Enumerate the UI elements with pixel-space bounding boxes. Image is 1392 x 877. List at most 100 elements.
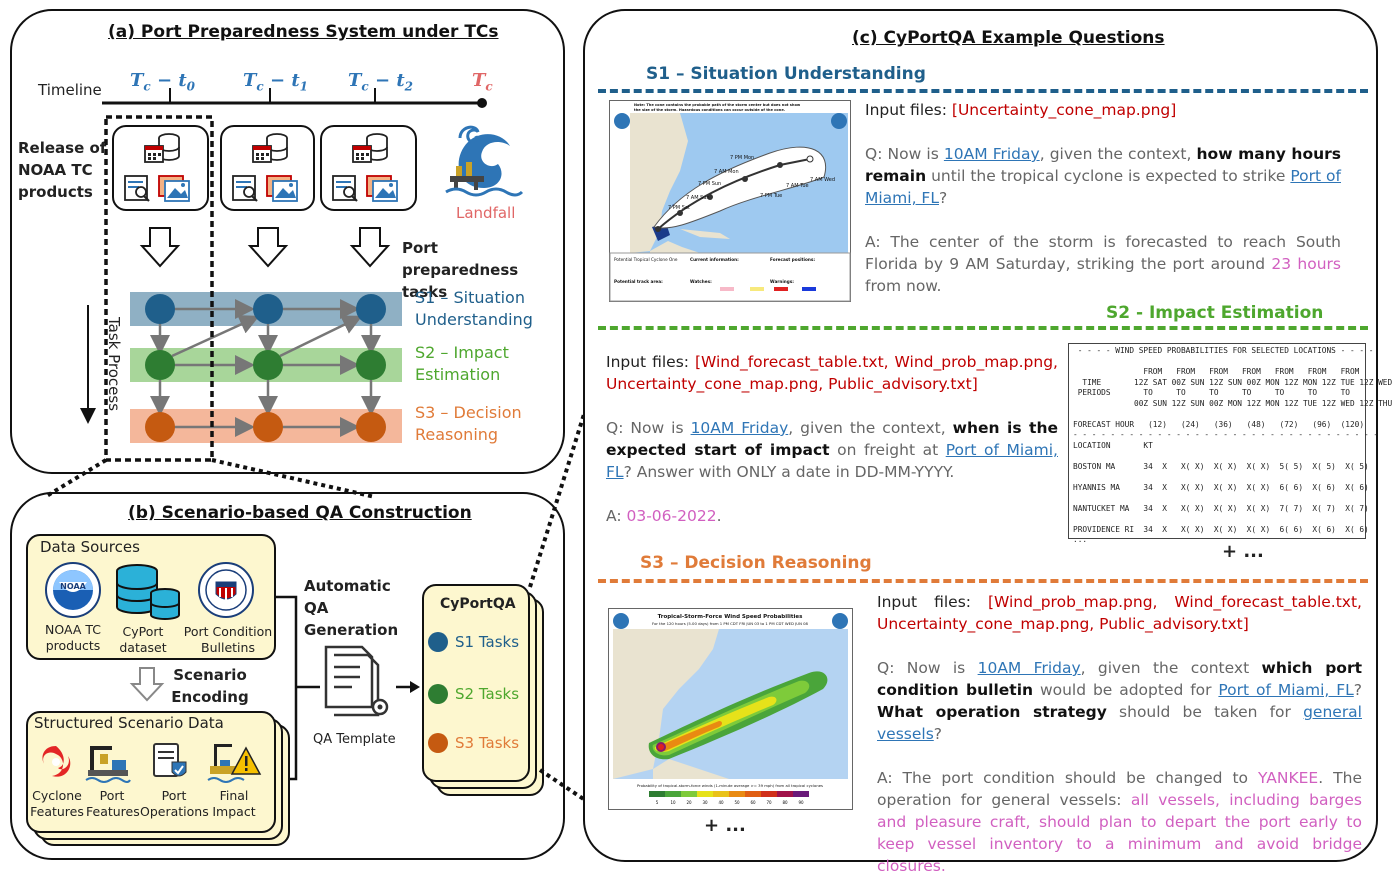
svg-text:7 PM Sat: 7 PM Sat	[668, 205, 690, 211]
panel-b-title: (b) Scenario-based QA Construction	[128, 503, 472, 523]
scale-label: 90	[798, 800, 804, 805]
svg-text:7 AM Wed: 7 AM Wed	[810, 177, 835, 183]
s3-time-link[interactable]: 10AM Friday	[977, 659, 1081, 677]
svg-text:Forecast positions:: Forecast positions:	[770, 257, 815, 262]
svg-text:7 AM Mon: 7 AM Mon	[714, 169, 739, 175]
s1-heading: S1 – Situation Understanding	[646, 64, 926, 84]
scale-label: 70	[766, 800, 772, 805]
s2-files: [Wind_forecast_table.txt, Wind_prob_map.…	[606, 353, 1058, 393]
panel-c-title: (c) CyPortQA Example Questions	[852, 28, 1165, 48]
scale-swatch	[729, 791, 745, 797]
database-icon	[116, 564, 180, 620]
auto-gen-label: Automatic QA Generation	[304, 577, 399, 639]
s3-tasks-label: S3 Tasks	[455, 734, 520, 752]
scale-label: 5	[656, 800, 659, 805]
s3-port-link[interactable]: Port of Miami, FL	[1218, 681, 1354, 699]
svg-text:the size of the storm. Hazardo: the size of the storm. Hazardous conditi…	[634, 108, 785, 112]
timeline-label: Timeline	[38, 81, 102, 99]
scale-label: 20	[686, 800, 692, 805]
s3-map-title: Tropical-Storm-Force Wind Speed Probabil…	[658, 614, 804, 620]
svg-text:Watches:: Watches:	[690, 279, 712, 284]
data-sources-label: Data Sources	[40, 538, 140, 556]
scale-swatch	[649, 791, 665, 797]
s3-divider	[598, 579, 1368, 583]
scale-swatch	[665, 791, 681, 797]
noaa-products-icon	[232, 133, 298, 202]
s3-map-foot: Probability of tropical-storm-force wind…	[637, 783, 823, 788]
s1-question: Q: Now is 10AM Friday, given the context…	[865, 145, 1342, 207]
scale-label: 40	[718, 800, 724, 805]
cyportqa-label: CyPortQA	[440, 596, 516, 612]
s2-label: S2 – Impact Estimation	[415, 343, 509, 384]
svg-text:Potential Tropical Cyclone One: Potential Tropical Cyclone One	[614, 257, 678, 262]
svg-text:Current information:: Current information:	[690, 257, 739, 262]
src2-label: CyPort dataset	[119, 624, 167, 655]
s3-prob-map: Tropical-Storm-Force Wind Speed Probabil…	[608, 608, 853, 810]
svg-text:NOAA: NOAA	[60, 582, 86, 591]
coast-guard-logo-icon	[198, 562, 254, 618]
svg-text:Note: The cone contains the pr: Note: The cone contains the probable pat…	[634, 103, 801, 107]
s2-plus-more: + ...	[1222, 541, 1264, 562]
svg-text:7 PM Sun: 7 PM Sun	[698, 181, 721, 187]
port-features-icon	[85, 746, 131, 783]
s3-label: S3 – Decision Reasoning	[415, 403, 522, 444]
svg-text:Potential track area:: Potential track area:	[614, 279, 663, 284]
scale-label: 30	[702, 800, 708, 805]
structured-label: Structured Scenario Data	[34, 714, 224, 732]
scale-swatch	[761, 791, 777, 797]
s1-files: [Uncertainty_cone_map.png]	[951, 101, 1177, 119]
scenario-encoding-label: Scenario Encoding	[171, 666, 249, 706]
svg-text:7 AM Tue: 7 AM Tue	[786, 183, 809, 189]
f4-label: Final Impact	[212, 788, 256, 819]
svg-text:7 AM Sun: 7 AM Sun	[686, 195, 710, 201]
s3-plus-more: + ...	[704, 815, 746, 836]
s1-map-label: 7 PM Mon	[730, 155, 754, 161]
s1-time-link[interactable]: 10AM Friday	[943, 145, 1040, 163]
s1-divider	[598, 89, 1368, 93]
s2-tasks-dot	[428, 684, 448, 704]
s3-input-label: Input files:	[877, 593, 971, 611]
s1-text: Input files: [Uncertainty_cone_map.png] …	[865, 99, 1341, 297]
s2-time-link[interactable]: 10AM Friday	[690, 419, 789, 437]
src3-label: Port Condition Bulletins	[183, 624, 273, 655]
noaa-logo-icon: NOAA	[45, 562, 101, 618]
qa-template-label: QA Template	[313, 732, 396, 747]
s1-input-label: Input files:	[865, 101, 947, 119]
timeline-tc: Tc	[472, 70, 493, 94]
s3-question: Q: Now is 10AM Friday, given the context…	[877, 659, 1363, 743]
scale-swatch	[777, 791, 793, 797]
wind-forecast-table: - - - - WIND SPEED PROBABILITIES FOR SEL…	[1068, 343, 1392, 544]
release-label: Release of NOAA TC products	[18, 139, 107, 201]
s3-heading: S3 – Decision Reasoning	[640, 553, 872, 573]
scale-label: 50	[734, 800, 740, 805]
down-arrows	[139, 227, 391, 268]
s2-port-link[interactable]: Port of Miami, FL	[606, 441, 1058, 481]
scale-swatch	[745, 791, 761, 797]
s1-tasks-label: S1 Tasks	[455, 633, 520, 651]
scale-label: 80	[782, 800, 788, 805]
timeline-axis	[102, 88, 487, 108]
s1-port-link[interactable]: Port of Miami, FL	[865, 167, 1341, 207]
s3-vessel-link[interactable]: general vessels	[877, 703, 1362, 743]
s3-answer: A: The port condition should be changed …	[877, 769, 1363, 875]
port-operations-icon	[153, 743, 187, 777]
zoom-lines-b	[43, 458, 376, 499]
svg-text:Warnings:: Warnings:	[770, 279, 794, 284]
timeline-t1: Tc − t1	[243, 70, 309, 94]
s2-divider	[598, 326, 1368, 330]
cyclone-icon	[42, 746, 71, 777]
src1-label: NOAA TC products	[44, 622, 102, 653]
qa-template-icon	[324, 645, 389, 717]
landfall-icon	[445, 125, 524, 197]
svg-text:7 PM Tue: 7 PM Tue	[760, 193, 782, 199]
scale-swatch	[697, 791, 713, 797]
f2-label: Port Features	[86, 788, 140, 819]
s2-text: Input files: [Wind_forecast_table.txt, W…	[606, 351, 1058, 527]
landfall-label: Landfall	[456, 204, 516, 222]
panel-a	[10, 9, 565, 474]
timeline-t2: Tc − t2	[348, 70, 414, 94]
encoding-arrow	[129, 667, 165, 702]
scale-swatch	[793, 791, 809, 797]
s2-tasks-label: S2 Tasks	[455, 685, 520, 703]
s1-answer: A: The center of the storm is forecasted…	[865, 233, 1341, 295]
